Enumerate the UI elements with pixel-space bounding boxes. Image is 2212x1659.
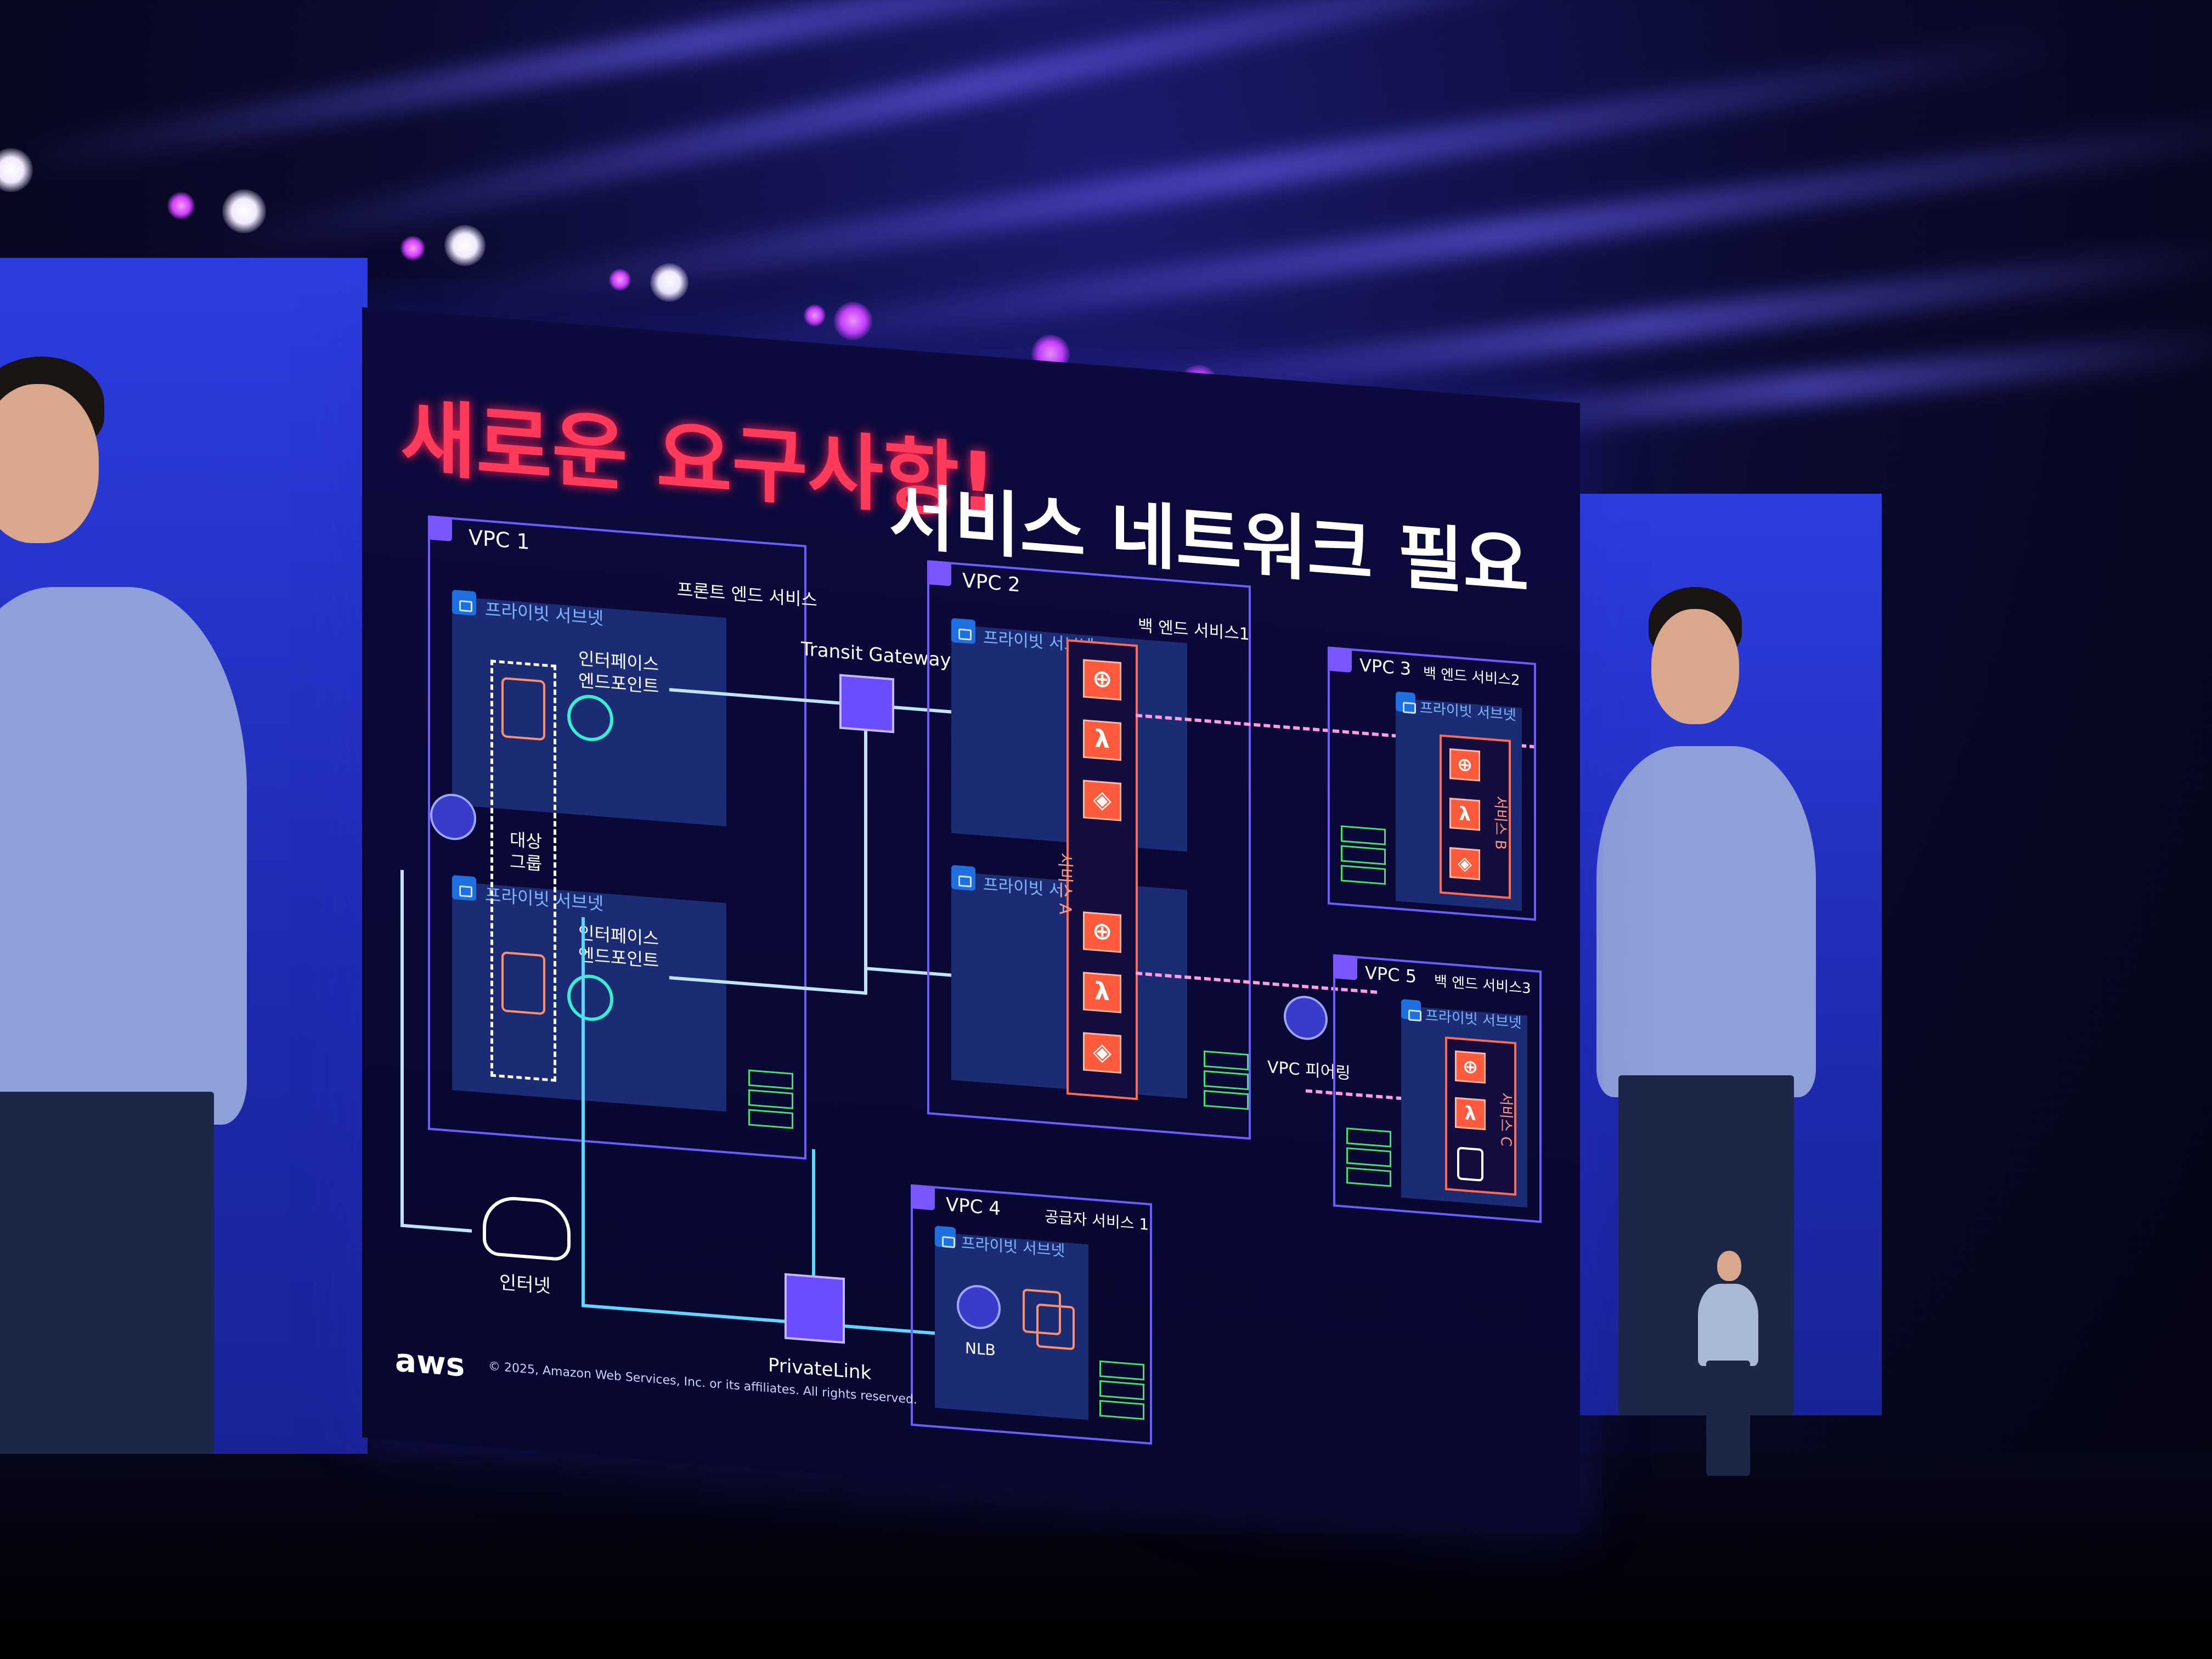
spotlight	[609, 269, 631, 291]
service-b-group: ⊕ λ ◈ 서비스 B	[1440, 734, 1511, 899]
vpc2-label: VPC 2	[962, 569, 1020, 597]
lock-icon	[452, 589, 476, 616]
vpc-peering-icon	[1284, 994, 1328, 1042]
vpc-cloud-icon	[1328, 646, 1352, 673]
privatelink-label: PrivateLink	[768, 1354, 872, 1385]
connector-line	[812, 1149, 815, 1276]
lambda-icon: λ	[1455, 1097, 1486, 1131]
vpc1-service: 프론트 엔드 서비스	[677, 579, 817, 611]
nlb-icon	[957, 1283, 1001, 1331]
left-side-screen	[0, 258, 368, 1454]
target-group-label: 그룹	[510, 851, 542, 874]
aws-logo: aws	[395, 1341, 465, 1384]
main-slide: 새로운 요구사항! 서비스 네트워크 필요 VPC 1 프론트 엔드 서비스 프…	[362, 307, 1580, 1533]
subnet-label: 프라이빗 서브넷	[961, 1233, 1065, 1260]
lock-icon	[951, 618, 975, 644]
vpc3-service: 백 엔드 서비스2	[1423, 665, 1520, 690]
service-a-group: ⊕ λ ◈ 서비스 A ⊕ λ ◈	[1055, 639, 1138, 1101]
vpc3-container: VPC 3 백 엔드 서비스2 프라이빗 서브넷 ⊕ λ ◈ 서비스 B	[1328, 646, 1536, 921]
vpc-cloud-icon	[927, 560, 951, 586]
interface-endpoint-icon	[567, 973, 613, 1023]
spotlight	[222, 189, 266, 233]
instance-icon	[1036, 1303, 1075, 1351]
presenter-on-stage	[1690, 1251, 1767, 1481]
vpc5-label: VPC 5	[1365, 962, 1417, 988]
spotlight	[400, 236, 425, 261]
database-icon	[1457, 1147, 1483, 1182]
lock-icon	[1401, 999, 1421, 1020]
connector-line	[400, 870, 404, 1227]
vpc4-label: VPC 4	[946, 1193, 1001, 1220]
connector-line	[582, 1304, 801, 1324]
vpc-cloud-icon	[1333, 954, 1357, 980]
vpc4-container: VPC 4 공급자 서비스 1 프라이빗 서브넷 NLB	[911, 1184, 1152, 1445]
container-icon: ◈	[1083, 780, 1121, 821]
spotlight	[834, 302, 872, 340]
vpc-cloud-icon	[428, 515, 452, 541]
vpc5-container: VPC 5 백 엔드 서비스3 프라이빗 서브넷 ⊕ λ 서비스 C	[1333, 954, 1542, 1223]
internet-cloud-icon	[483, 1194, 571, 1262]
vpc3-label: VPC 3	[1359, 654, 1412, 680]
privatelink-icon	[785, 1273, 845, 1344]
ip-address-block	[1341, 825, 1386, 890]
lock-icon	[951, 865, 975, 891]
vpc2-service: 백 엔드 서비스1	[1138, 616, 1250, 645]
lambda-icon: λ	[1083, 972, 1121, 1013]
subnet-label: 프라이빗 서브넷	[1425, 1007, 1522, 1032]
subnet-label: 프라이빗 서브넷	[1420, 699, 1516, 724]
spotlight	[650, 263, 689, 302]
ip-address-block	[1204, 1050, 1249, 1115]
spotlight	[167, 192, 195, 219]
step-functions-icon: ⊕	[1449, 748, 1480, 782]
spotlight	[444, 225, 486, 266]
vpc4-service: 공급자 서비스 1	[1045, 1207, 1149, 1234]
vpc2-container: VPC 2 백 엔드 서비스1 프라이빗 서브넷 프라이빗 서브넷 ⊕ λ ◈ …	[927, 560, 1251, 1140]
vpc4-subnet: 프라이빗 서브넷 NLB	[935, 1226, 1088, 1420]
step-functions-icon: ⊕	[1455, 1050, 1486, 1084]
lambda-icon: λ	[1449, 797, 1480, 831]
internet-label: 인터넷	[499, 1271, 551, 1298]
service-a-label: 서비스 A	[1055, 852, 1075, 916]
nlb-label: NLB	[965, 1339, 996, 1359]
container-icon: ◈	[1083, 1032, 1121, 1074]
connector-line	[582, 917, 585, 1307]
subnet-label: 프라이빗 서브넷	[485, 599, 604, 629]
connector-line	[864, 731, 867, 995]
connector-line	[400, 1223, 472, 1233]
lambda-icon: λ	[1083, 719, 1121, 761]
vpc1-label: VPC 1	[469, 525, 530, 555]
ip-address-block	[1099, 1360, 1144, 1425]
lock-icon	[452, 874, 476, 901]
vpc5-service: 백 엔드 서비스3	[1434, 973, 1531, 997]
service-c-group: ⊕ λ 서비스 C	[1445, 1036, 1516, 1196]
service-c-label: 서비스 C	[1497, 1092, 1514, 1147]
step-functions-icon: ⊕	[1083, 659, 1121, 701]
step-functions-icon: ⊕	[1083, 911, 1121, 953]
vpc1-container: VPC 1 프론트 엔드 서비스 프라이빗 서브넷 인터페이스 엔드포인트 프라…	[428, 515, 817, 1160]
vpc5-subnet: 프라이빗 서브넷 ⊕ λ 서비스 C	[1401, 999, 1527, 1208]
vpc3-subnet: 프라이빗 서브넷 ⊕ λ ◈ 서비스 B	[1396, 691, 1522, 911]
service-b-label: 서비스 B	[1492, 795, 1509, 850]
container-icon: ◈	[1449, 847, 1480, 881]
lock-icon	[935, 1226, 956, 1249]
presenter-closeup-left	[0, 258, 368, 1454]
spotlight	[804, 304, 826, 326]
vpc-cloud-icon	[911, 1184, 935, 1211]
transit-gateway-icon	[839, 674, 894, 733]
lock-icon	[1396, 691, 1415, 713]
ip-address-block	[1346, 1127, 1391, 1192]
interface-endpoint-icon	[567, 693, 613, 743]
ip-address-block	[748, 1069, 793, 1134]
